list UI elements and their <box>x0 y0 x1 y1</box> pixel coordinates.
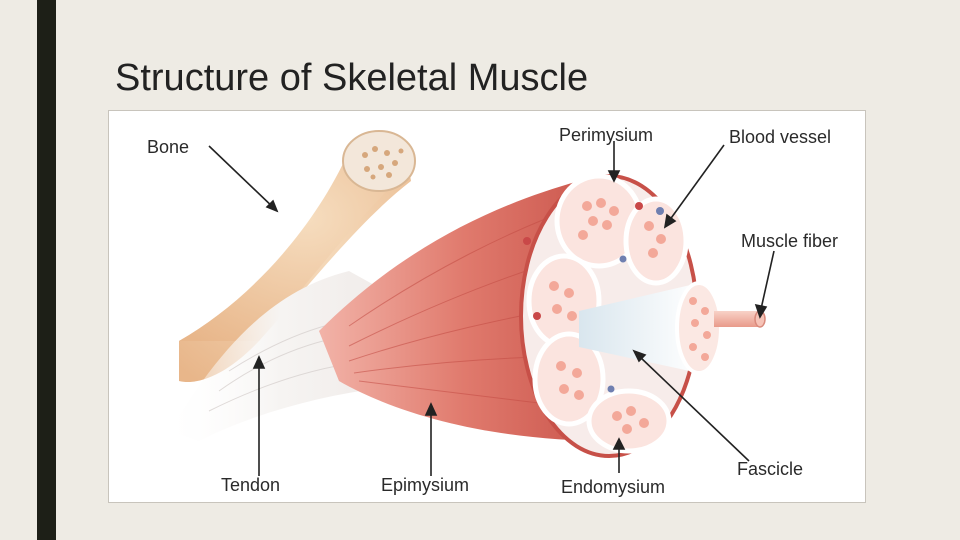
leader-lines <box>208 141 775 476</box>
muscle-diagram: Bone Perimysium Blood vessel Muscle fibe… <box>108 110 866 503</box>
bone-shape <box>179 130 416 383</box>
tendon-label: Tendon <box>221 475 280 495</box>
muscle-fiber-shape <box>714 310 766 328</box>
endomysium-label: Endomysium <box>561 477 665 497</box>
perimysium-label: Perimysium <box>559 125 653 145</box>
muscle-fiber-label: Muscle fiber <box>741 231 838 251</box>
bone-label: Bone <box>147 137 189 157</box>
fascicle-shape <box>579 281 723 375</box>
accent-bar <box>37 0 56 540</box>
epimysium-label: Epimysium <box>381 475 469 495</box>
slide-title: Structure of Skeletal Muscle <box>115 57 589 99</box>
muscle-diagram-svg: Bone Perimysium Blood vessel Muscle fibe… <box>147 125 838 497</box>
blood-vessel-label: Blood vessel <box>729 127 831 147</box>
fascicle-label: Fascicle <box>737 459 803 479</box>
